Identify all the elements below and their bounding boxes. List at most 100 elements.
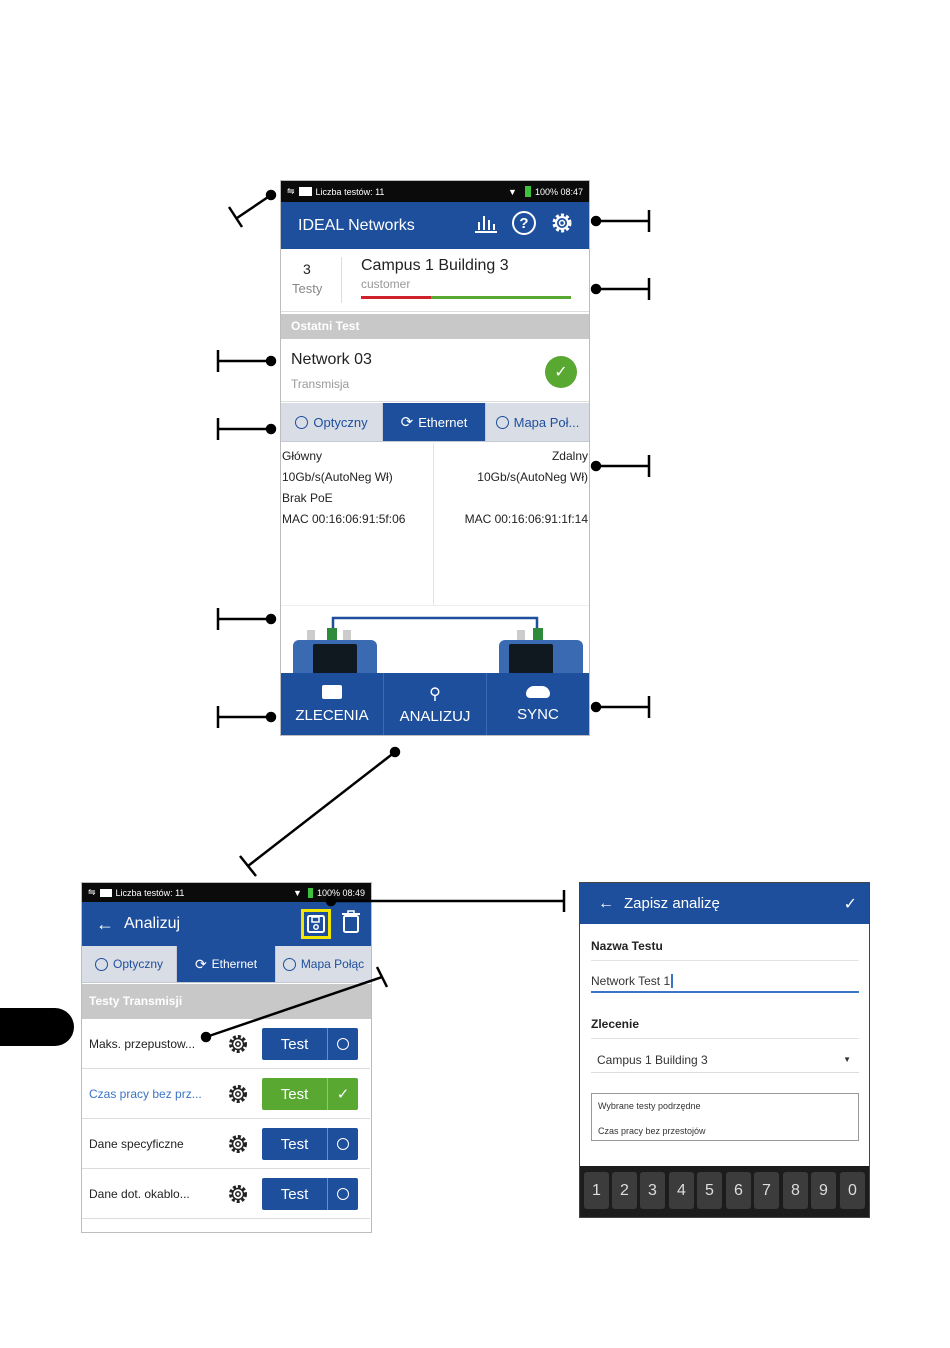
chart-icon[interactable] <box>473 212 499 239</box>
analyze-device-screen: ⇋ Liczba testów: 11 ▼ 100% 08:49 ← Anali… <box>81 882 372 1233</box>
job-card[interactable]: 3 Testy Campus 1 Building 3 customer <box>281 249 589 312</box>
link-details: Główny 10Gb/s(AutoNeg Wł) Brak PoE MAC 0… <box>281 443 589 605</box>
job-customer: customer <box>361 277 411 291</box>
test-row: Czas pracy bez prz... Test ✓ <box>82 1070 370 1119</box>
test-row: Dane specyficzne Test <box>82 1120 370 1169</box>
svg-text:?: ? <box>519 215 528 232</box>
save-icon[interactable] <box>301 909 331 939</box>
run-test-button[interactable]: Test ✓ <box>262 1078 358 1110</box>
battery-icon <box>524 186 531 197</box>
numeric-keyboard: 1 2 3 4 5 6 7 8 9 0 <box>580 1166 869 1217</box>
wiremap-ring-icon <box>495 415 509 429</box>
section-last-test: Ostatni Test <box>281 314 589 339</box>
tab-optical[interactable]: Optyczny <box>82 946 177 982</box>
key-0[interactable]: 0 <box>840 1172 865 1209</box>
status-ring-icon <box>327 1178 358 1210</box>
refresh-icon: ⟳ <box>400 414 414 431</box>
text-cursor <box>671 974 673 988</box>
settings-gear-icon[interactable] <box>549 210 575 241</box>
back-arrow-icon[interactable]: ← <box>96 913 114 934</box>
tab-optical-label: Optyczny <box>112 957 163 971</box>
remote-mac: MAC 00:16:06:91:1f:14 <box>464 512 588 526</box>
test-count-text: Liczba testów: 11 <box>315 186 385 197</box>
test-count-label: Testy <box>292 281 323 296</box>
usb-icon: ⇋ <box>287 186 295 196</box>
device-illustration <box>281 605 589 680</box>
pass-check-icon: ✓ <box>545 356 577 388</box>
key-7[interactable]: 7 <box>754 1172 779 1209</box>
job-name: Campus 1 Building 3 <box>361 257 509 274</box>
search-icon: ⚲ <box>429 685 441 703</box>
gear-icon[interactable] <box>227 1083 249 1110</box>
save-title: Zapisz analizę <box>624 895 720 912</box>
job-label-rule <box>591 1038 859 1039</box>
main-device-screen: ⇋ Liczba testów: 11 ▼ 100% 08:47 IDEAL N… <box>280 180 590 736</box>
gear-icon[interactable] <box>227 1033 249 1060</box>
tab-ethernet[interactable]: ⟳Ethernet <box>177 946 276 982</box>
test-row-label: Czas pracy bez prz... <box>89 1087 202 1101</box>
nav-sync-button[interactable]: SYNC <box>487 673 589 735</box>
run-test-label: Test <box>280 1035 309 1053</box>
key-1[interactable]: 1 <box>584 1172 609 1209</box>
nav-jobs-label: ZLECENIA <box>295 706 369 724</box>
key-6[interactable]: 6 <box>726 1172 751 1209</box>
test-row-label: Maks. przepustow... <box>89 1037 196 1051</box>
run-test-button[interactable]: Test <box>262 1128 358 1160</box>
tab-ethernet-label: Ethernet <box>418 414 468 430</box>
back-arrow-icon[interactable]: ← <box>598 894 614 912</box>
last-test-type: Transmisja <box>291 377 350 391</box>
save-analysis-screen: ← Zapisz analizę ✓ Nazwa Testu Network T… <box>579 882 870 1218</box>
selected-subtests-title: Wybrane testy podrzędne <box>598 1101 701 1111</box>
app-bar: IDEAL Networks ? <box>281 202 589 249</box>
battery-time-text: 100% 08:49 <box>316 887 365 898</box>
nav-analyze-button[interactable]: ⚲ ANALIZUJ <box>384 673 487 735</box>
gear-icon[interactable] <box>227 1183 249 1210</box>
tab-optical-label: Optyczny <box>313 414 368 430</box>
run-test-button[interactable]: Test <box>262 1028 358 1060</box>
section-transmission-tests: Testy Transmisji <box>82 984 371 1019</box>
nav-jobs-button[interactable]: ZLECENIA <box>281 673 384 735</box>
sd-card-icon <box>298 187 312 196</box>
main-tabs: Optyczny ⟳Ethernet Mapa Poł... <box>281 403 589 442</box>
selected-subtest-item: Czas pracy bez przestojów <box>598 1126 706 1136</box>
key-4[interactable]: 4 <box>669 1172 694 1209</box>
job-progress-green <box>431 296 571 299</box>
run-test-label: Test <box>280 1135 309 1153</box>
tab-wiremap[interactable]: Mapa Połąc <box>276 946 371 982</box>
check-icon: ✓ <box>327 1078 358 1110</box>
status-ring-icon <box>327 1028 358 1060</box>
help-icon[interactable]: ? <box>511 210 537 241</box>
nav-sync-label: SYNC <box>517 705 559 723</box>
tab-wiremap-label: Mapa Połąc <box>300 957 365 971</box>
analyze-app-bar: ← Analizuj <box>82 902 371 946</box>
run-test-button[interactable]: Test <box>262 1178 358 1210</box>
tab-wiremap[interactable]: Mapa Poł... <box>486 403 589 441</box>
main-mac: MAC 00:16:06:91:5f:06 <box>282 512 406 526</box>
analyze-title: Analizuj <box>124 915 181 932</box>
test-count-text: Liczba testów: 11 <box>115 887 185 898</box>
analyze-status-bar: ⇋ Liczba testów: 11 ▼ 100% 08:49 <box>82 883 371 902</box>
key-3[interactable]: 3 <box>640 1172 665 1209</box>
test-name-value: Network Test 1 <box>591 974 671 988</box>
tab-ethernet[interactable]: ⟳Ethernet <box>383 403 486 441</box>
key-2[interactable]: 2 <box>612 1172 637 1209</box>
bottom-nav: ZLECENIA ⚲ ANALIZUJ SYNC <box>281 673 589 735</box>
tab-optical[interactable]: Optyczny <box>281 403 383 441</box>
confirm-check-icon[interactable]: ✓ <box>843 895 857 913</box>
job-select[interactable]: Campus 1 Building 3 ▼ <box>591 1047 859 1073</box>
key-5[interactable]: 5 <box>697 1172 722 1209</box>
details-divider <box>433 443 434 605</box>
last-test-card[interactable]: Network 03 Transmisja ✓ <box>281 339 589 402</box>
test-name-input[interactable]: Network Test 1 <box>591 971 859 993</box>
remote-speed: 10Gb/s(AutoNeg Wł) <box>477 470 588 484</box>
gear-icon[interactable] <box>227 1133 249 1160</box>
wifi-icon: ▼ <box>508 186 517 197</box>
run-test-label: Test <box>280 1085 309 1103</box>
folder-icon <box>322 684 342 699</box>
optical-ring-icon <box>94 957 108 971</box>
key-9[interactable]: 9 <box>811 1172 836 1209</box>
test-count: 3 <box>303 261 311 277</box>
key-8[interactable]: 8 <box>783 1172 808 1209</box>
trash-icon[interactable] <box>341 909 361 939</box>
main-speed: 10Gb/s(AutoNeg Wł) <box>282 470 393 484</box>
